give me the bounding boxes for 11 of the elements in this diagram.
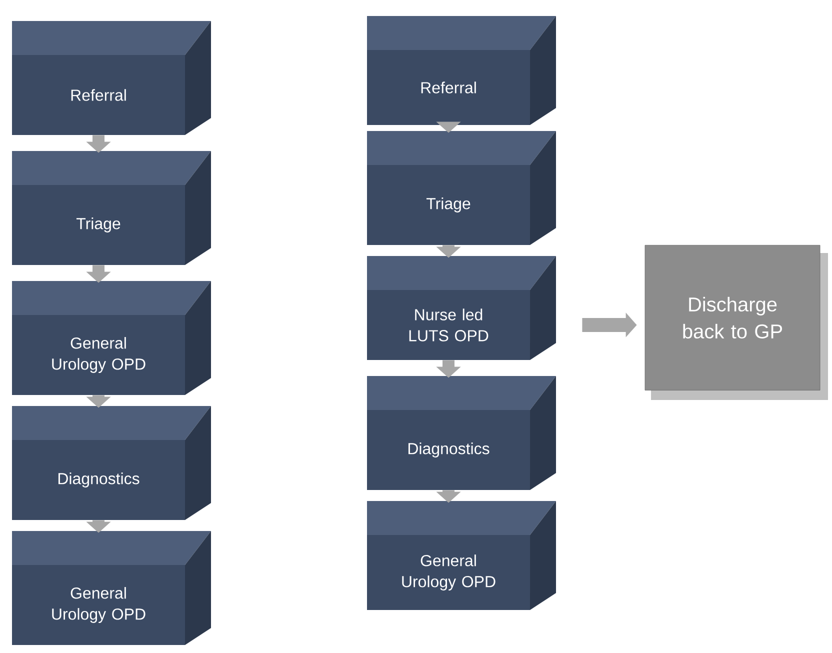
- process-box: General Urology OPD: [12, 281, 211, 395]
- process-box: Referral: [367, 16, 556, 125]
- process-box: Diagnostics: [12, 406, 211, 520]
- outcome-box: Discharge back to GP: [644, 245, 828, 400]
- process-box: General Urology OPD: [367, 501, 556, 610]
- process-box: Nurse led LUTS OPD: [367, 256, 556, 360]
- process-box: Triage: [12, 151, 211, 265]
- process-box: Referral: [12, 21, 211, 135]
- process-box: Diagnostics: [367, 376, 556, 490]
- process-box: Triage: [367, 131, 556, 245]
- process-box: General Urology OPD: [12, 531, 211, 645]
